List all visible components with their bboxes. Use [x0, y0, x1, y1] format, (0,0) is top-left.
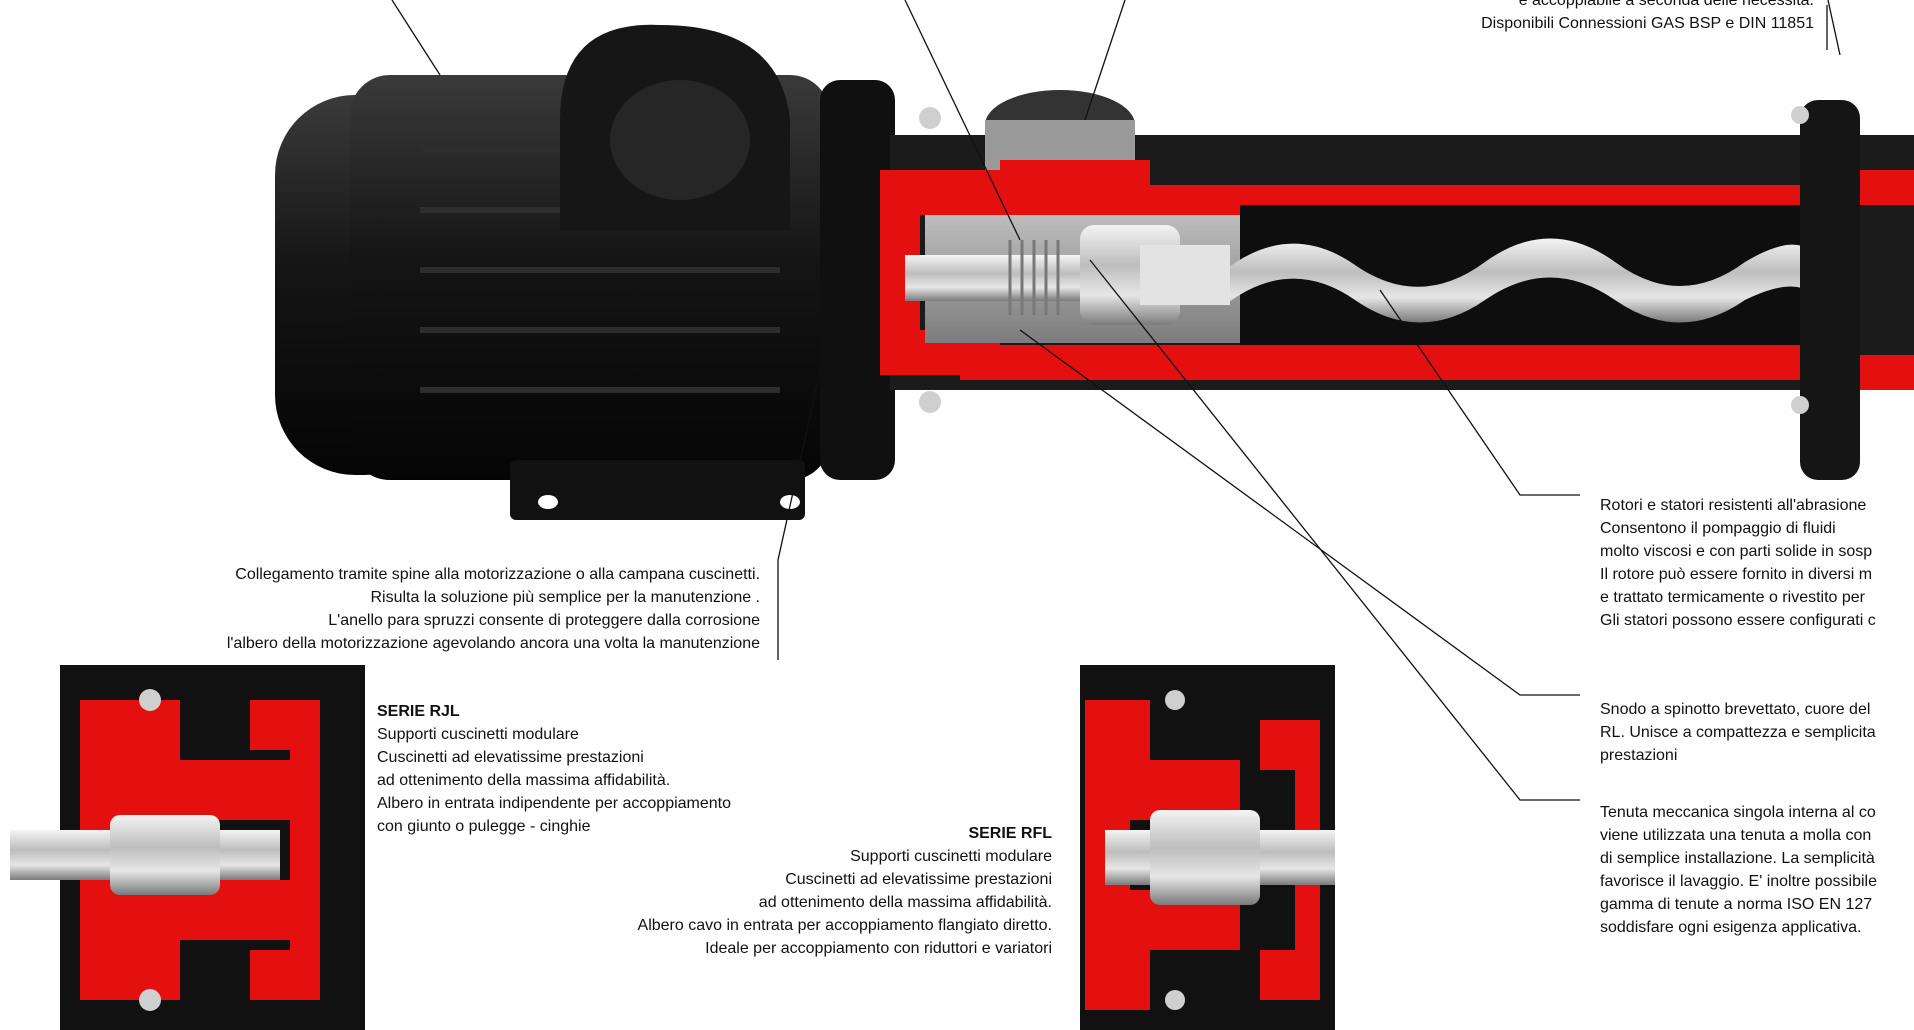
electric-motor: [275, 24, 941, 520]
serie-rfl-line-1: Supporti cuscinetti modulare: [850, 848, 1052, 865]
rotor-note-line-1: Rotori e statori resistenti all'abrasion…: [1600, 497, 1867, 514]
joint-note-line-2: RL. Unisce a compattezza e semplicita: [1600, 724, 1876, 741]
rotor-note-line-6: Gli statori possono essere configurati c: [1600, 612, 1876, 629]
serie-rfl-title: SERIE RFL: [968, 825, 1052, 842]
coupling-note-line-3: L'anello para spruzzi consente di proteg…: [328, 612, 760, 629]
callout-lines: [391, 0, 1841, 801]
serie-rjl-title: SERIE RJL: [377, 703, 460, 720]
coupling-note-line-2: Risulta la soluzione più semplice per la…: [370, 589, 760, 606]
serie-rfl-line-3: ad ottenimento della massima affidabilit…: [758, 894, 1052, 911]
rotor-note-line-5: e trattato termicamente o rivestito per: [1600, 589, 1865, 606]
coupling-note-line-1: Collegamento tramite spine alla motorizz…: [235, 566, 760, 583]
rotor-note-line-2: Consentono il pompaggio di fluidi: [1600, 520, 1836, 537]
joint-note-line-1: Snodo a spinotto brevettato, cuore del: [1600, 701, 1871, 718]
seal-note: Tenuta meccanica singola interna al co v…: [1600, 801, 1877, 939]
serie-rjl-illustration: [10, 665, 365, 1030]
pump-body-cutaway: [880, 90, 1914, 480]
rotor-note-line-4: Il rotore può essere fornito in diversi …: [1600, 566, 1873, 583]
serie-rjl-line-2: Cuscinetti ad elevatissime prestazioni: [377, 749, 644, 766]
seal-note-line-3: di semplice installazione. La semplicità: [1600, 850, 1875, 867]
serie-rjl-line-3: ad ottenimento della massima affidabilit…: [377, 772, 671, 789]
seal-note-line-1: Tenuta meccanica singola interna al co: [1600, 804, 1876, 821]
serie-rjl-line-4: Albero in entrata indipendente per accop…: [377, 795, 732, 812]
joint-note-line-3: prestazioni: [1600, 747, 1678, 764]
serie-rjl-line-1: Supporti cuscinetti modulare: [377, 726, 579, 743]
serie-rjl-description: SERIE RJL Supporti cuscinetti modulare C…: [377, 700, 731, 838]
rotor-stator-note: Rotori e statori resistenti all'abrasion…: [1600, 494, 1876, 632]
rotor-note-line-3: molto viscosi e con parti solide in sosp: [1600, 543, 1873, 560]
joint-note: Snodo a spinotto brevettato, cuore del R…: [1600, 698, 1876, 767]
serie-rfl-line-2: Cuscinetti ad elevatissime prestazioni: [785, 871, 1052, 888]
connection-note-line-2: Disponibili Connessioni GAS BSP e DIN 11…: [1481, 15, 1814, 32]
coupling-note-line-4: l'albero della motorizzazione agevolando…: [226, 635, 760, 652]
serie-rfl-line-4: Albero cavo in entrata per accoppiamento…: [637, 917, 1052, 934]
connection-note-line-1: e accoppiabile a seconda delle necessità…: [1518, 0, 1814, 9]
seal-note-line-5: gamma di tenute a norma ISO EN 127: [1600, 896, 1873, 913]
coupling-note: Collegamento tramite spine alla motorizz…: [227, 563, 760, 655]
serie-rjl-line-5: con giunto o pulegge - cinghie: [377, 818, 591, 835]
seal-note-line-4: favorisce il lavaggio. E' inoltre possib…: [1600, 873, 1877, 890]
serie-rfl-description: SERIE RFL Supporti cuscinetti modulare C…: [638, 822, 1052, 960]
seal-note-line-6: soddisfare ogni esigenza applicativa.: [1600, 919, 1862, 936]
seal-note-line-2: viene utilizzata una tenuta a molla con: [1600, 827, 1872, 844]
serie-rfl-line-5: Ideale per accoppiamento con riduttori e…: [705, 940, 1052, 957]
connection-note: e accoppiabile a seconda delle necessità…: [1481, 0, 1814, 35]
serie-rfl-illustration: [1080, 665, 1335, 1030]
